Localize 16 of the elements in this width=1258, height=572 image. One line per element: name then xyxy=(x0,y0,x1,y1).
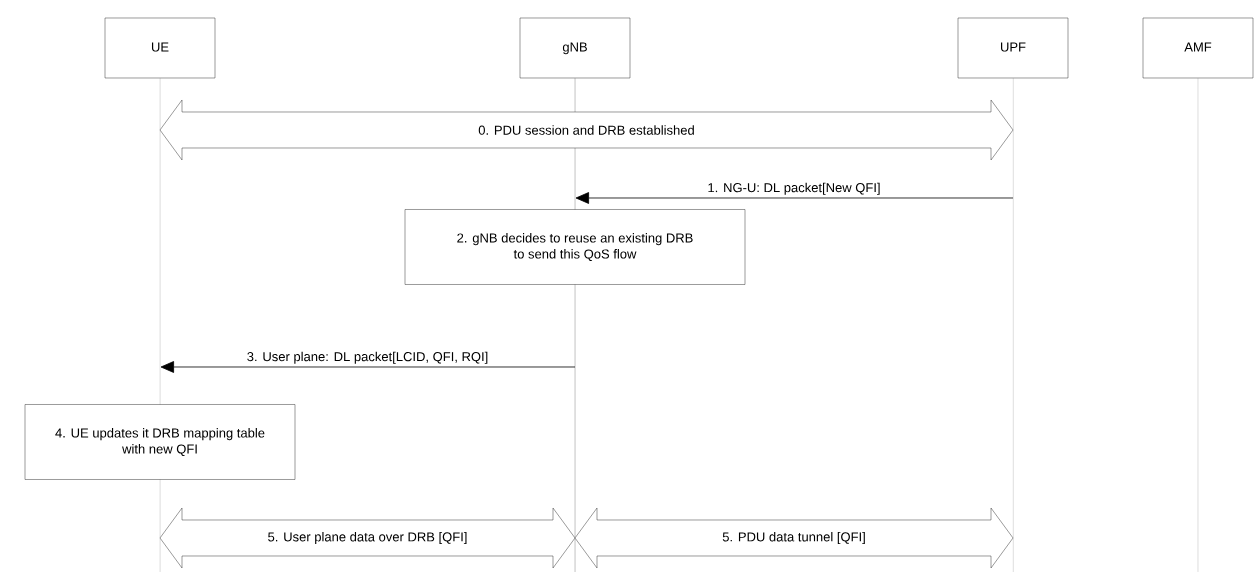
process-box: 4. UE updates it DRB mapping table with new QFI xyxy=(24,404,296,480)
arrow xyxy=(160,361,576,373)
block-arrow xyxy=(574,507,1014,569)
block-arrow xyxy=(159,99,1014,161)
edge-label: 1. NG-U: DL packet[New QFI] xyxy=(706,181,882,196)
edge-label: 5. User plane data over DRB [QFI] xyxy=(268,531,467,545)
edge-label: 5. PDU data tunnel [QFI] xyxy=(722,531,865,545)
process-box: 2. gNB decides to reuse an existing DRB to send this QoS flow xyxy=(404,209,746,285)
edge-label: 3. User plane: DL packet[LCID, QFI, RQI] xyxy=(245,350,490,365)
participant-box: AMF xyxy=(1142,17,1254,79)
arrow xyxy=(575,192,1014,204)
participant-box: UPF xyxy=(957,17,1069,79)
participant-box: gNB xyxy=(519,17,631,79)
participant-box: UE xyxy=(104,17,216,79)
block-arrow xyxy=(159,507,576,569)
edge-label: 0. PDU session and DRB established xyxy=(478,125,694,135)
